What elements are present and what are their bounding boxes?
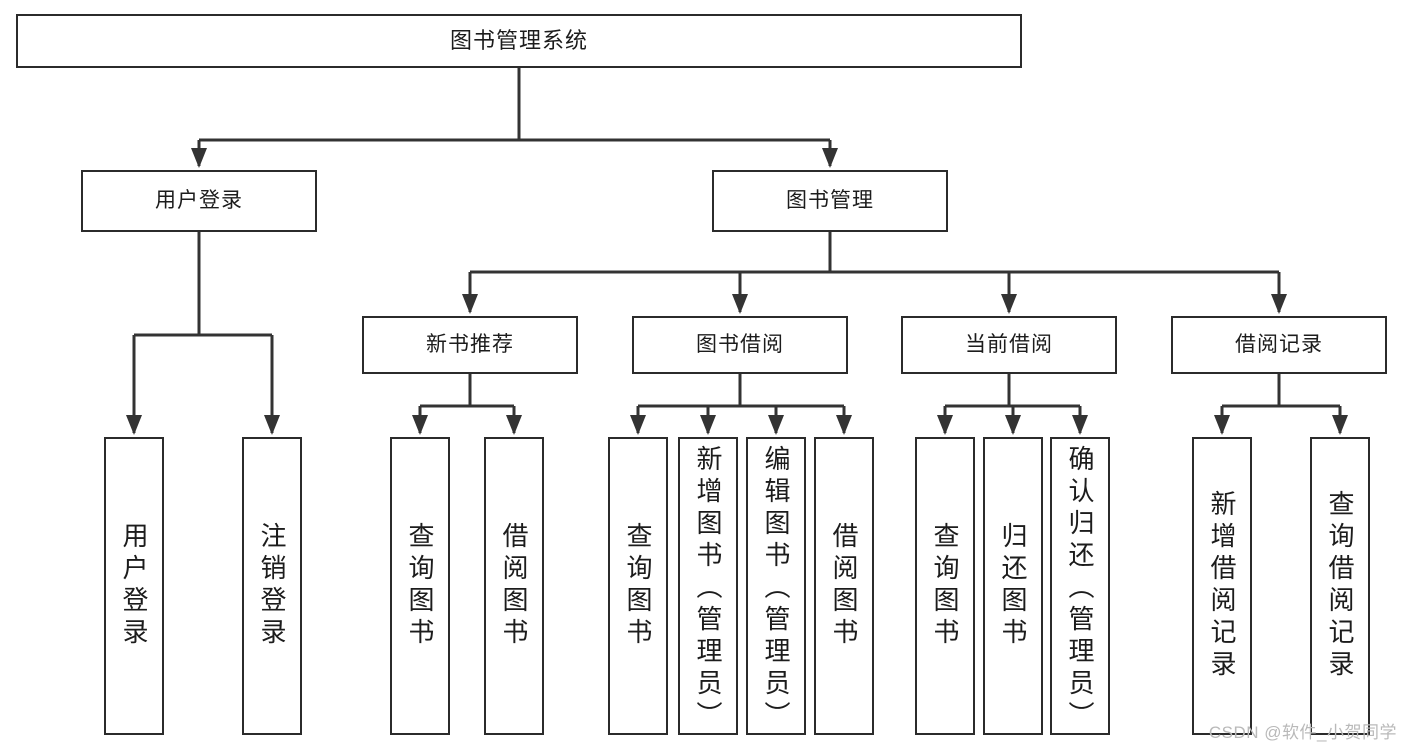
node-label: 图书管理 xyxy=(786,188,874,212)
node-label: 新增图书（管理员） xyxy=(693,445,723,733)
node-label: 用户登录 xyxy=(119,522,149,650)
node-label: 借阅记录 xyxy=(1235,332,1323,356)
node-label: 查询图书 xyxy=(930,522,960,650)
node-leaf-borrow-book-1[interactable]: 借阅图书 xyxy=(484,437,544,735)
node-label: 新增借阅记录 xyxy=(1207,490,1237,682)
node-label: 借阅图书 xyxy=(829,522,859,650)
node-label: 查询图书 xyxy=(405,522,435,650)
node-leaf-query-record[interactable]: 查询借阅记录 xyxy=(1310,437,1370,735)
node-label: 图书借阅 xyxy=(696,332,784,356)
node-current-borrow[interactable]: 当前借阅 xyxy=(901,316,1117,374)
node-leaf-logout[interactable]: 注销登录 xyxy=(242,437,302,735)
node-label: 查询借阅记录 xyxy=(1325,490,1355,682)
csdn-watermark: CSDN @软件_小贺同学 xyxy=(1208,723,1397,742)
node-new-book-rec[interactable]: 新书推荐 xyxy=(362,316,578,374)
node-leaf-query-book-3[interactable]: 查询图书 xyxy=(915,437,975,735)
node-label: 图书管理系统 xyxy=(449,28,588,54)
node-leaf-query-book-2[interactable]: 查询图书 xyxy=(608,437,668,735)
node-leaf-add-record[interactable]: 新增借阅记录 xyxy=(1192,437,1252,735)
node-label: 确认归还（管理员） xyxy=(1065,445,1095,733)
node-leaf-add-book[interactable]: 新增图书（管理员） xyxy=(678,437,738,735)
node-label: 编辑图书（管理员） xyxy=(761,445,791,733)
node-book-manage[interactable]: 图书管理 xyxy=(712,170,948,232)
node-root[interactable]: 图书管理系统 xyxy=(16,14,1022,68)
node-label: 新书推荐 xyxy=(426,332,514,356)
node-user-login[interactable]: 用户登录 xyxy=(81,170,317,232)
node-book-borrow[interactable]: 图书借阅 xyxy=(632,316,848,374)
node-leaf-query-book-1[interactable]: 查询图书 xyxy=(390,437,450,735)
node-leaf-confirm-return[interactable]: 确认归还（管理员） xyxy=(1050,437,1110,735)
node-leaf-user-login[interactable]: 用户登录 xyxy=(104,437,164,735)
node-label: 注销登录 xyxy=(257,522,287,650)
node-borrow-record[interactable]: 借阅记录 xyxy=(1171,316,1387,374)
node-leaf-return-book[interactable]: 归还图书 xyxy=(983,437,1043,735)
node-label: 当前借阅 xyxy=(965,332,1053,356)
node-label: 用户登录 xyxy=(155,188,243,212)
node-label: 归还图书 xyxy=(998,522,1028,650)
node-label: 查询图书 xyxy=(623,522,653,650)
node-label: 借阅图书 xyxy=(499,522,529,650)
node-leaf-edit-book[interactable]: 编辑图书（管理员） xyxy=(746,437,806,735)
node-leaf-borrow-book-2[interactable]: 借阅图书 xyxy=(814,437,874,735)
